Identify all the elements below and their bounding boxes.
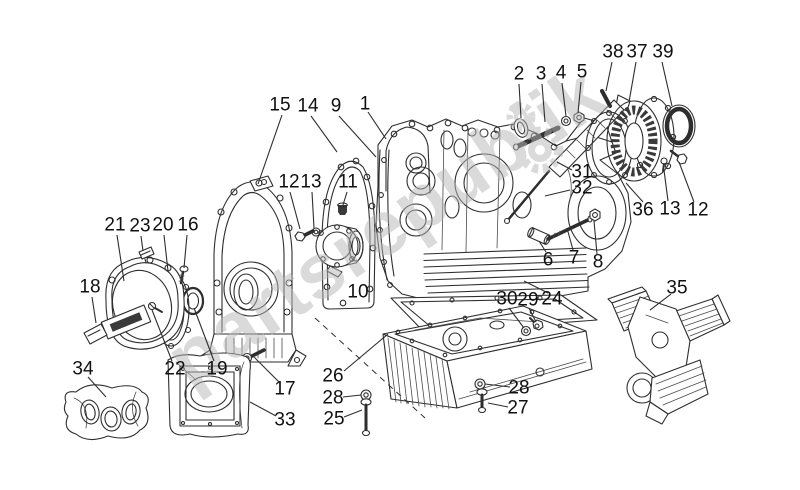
part-callout-36-36: 36 bbox=[632, 199, 654, 221]
part-callout-23-22: 23 bbox=[129, 215, 151, 237]
part-callout-13-41: 13 bbox=[659, 198, 681, 220]
part-callout-28-27: 28 bbox=[508, 377, 530, 399]
part-callout-12-11: 12 bbox=[278, 171, 300, 193]
part-callout-30-30: 30 bbox=[496, 288, 518, 310]
part-callout-8-7: 8 bbox=[592, 251, 604, 273]
part-callout-14-13: 14 bbox=[297, 95, 319, 117]
part-callout-3-2: 3 bbox=[535, 63, 547, 85]
oil-gallery-plug bbox=[337, 202, 348, 215]
part-callout-15-14: 15 bbox=[269, 94, 291, 116]
part-callout-1-0: 1 bbox=[359, 93, 371, 115]
sump-long-bolt bbox=[360, 389, 372, 437]
seal-kit-bag bbox=[63, 384, 149, 441]
housing-screw bbox=[660, 157, 668, 172]
engine-rear-view bbox=[607, 286, 731, 425]
gasket-kit bbox=[167, 352, 251, 438]
part-callout-4-3: 4 bbox=[555, 62, 567, 84]
part-callout-16-15: 16 bbox=[177, 214, 199, 236]
dowel-pin bbox=[600, 89, 612, 108]
part-callout-32-32: 32 bbox=[571, 177, 593, 199]
part-callout-33-33: 33 bbox=[274, 409, 296, 431]
leader-lines bbox=[87, 61, 695, 419]
sump-bolt bbox=[474, 378, 488, 414]
part-callout-7-6: 7 bbox=[568, 247, 580, 269]
part-callout-35-35: 35 bbox=[666, 277, 688, 299]
front-gasket bbox=[377, 149, 395, 288]
part-callout-37-37: 37 bbox=[626, 41, 648, 63]
part-callout-31-31: 31 bbox=[571, 161, 593, 183]
part-callout-18-17: 18 bbox=[79, 276, 101, 298]
part-callout-38-38: 38 bbox=[602, 41, 624, 63]
part-callout-26-25: 26 bbox=[322, 365, 344, 387]
part-callout-20-19: 20 bbox=[152, 214, 174, 236]
cover-screw bbox=[147, 301, 163, 313]
bearing-flange bbox=[315, 224, 364, 278]
oring-seal bbox=[662, 104, 696, 148]
part-callout-6-5: 6 bbox=[542, 249, 554, 271]
cylinder-fins bbox=[423, 247, 590, 294]
part-callout-27-26: 27 bbox=[507, 397, 529, 419]
drain-plug bbox=[520, 317, 544, 337]
part-callout-17-16: 17 bbox=[274, 378, 296, 400]
flange-bolt bbox=[294, 227, 321, 242]
alternator-cover bbox=[100, 256, 185, 350]
part-callout-2-1: 2 bbox=[513, 63, 525, 85]
clutch-housing bbox=[585, 95, 677, 185]
rod-32 bbox=[503, 169, 551, 225]
part-callout-9-8: 9 bbox=[330, 95, 342, 117]
part-callout-13-12: 13 bbox=[300, 171, 322, 193]
housing-bolt bbox=[669, 149, 688, 165]
part-callout-24-23: 24 bbox=[541, 288, 563, 310]
washer-4 bbox=[560, 115, 572, 127]
part-callout-28-28: 28 bbox=[322, 387, 344, 409]
part-callout-21-20: 21 bbox=[104, 214, 126, 236]
nut-8 bbox=[589, 208, 601, 222]
part-callout-12-40: 12 bbox=[687, 199, 709, 221]
clip-23 bbox=[138, 246, 155, 264]
part-callout-25-24: 25 bbox=[323, 408, 345, 430]
part-callout-19-18: 19 bbox=[206, 358, 228, 380]
woodruff-key bbox=[83, 323, 108, 345]
watermark-gear-icon bbox=[506, 102, 564, 174]
part-callout-39-39: 39 bbox=[652, 41, 674, 63]
part-callout-22-21: 22 bbox=[164, 358, 186, 380]
part-callout-10-9: 10 bbox=[347, 281, 369, 303]
screw-16 bbox=[178, 265, 189, 285]
part-callout-5-4: 5 bbox=[576, 61, 588, 83]
part-callout-11-10: 11 bbox=[338, 171, 358, 193]
part-callout-29-29: 29 bbox=[517, 289, 539, 311]
stud-7 bbox=[546, 215, 593, 241]
nut-5 bbox=[573, 111, 585, 124]
cover-sticker bbox=[100, 304, 152, 340]
part-callout-34-34: 34 bbox=[72, 358, 94, 380]
